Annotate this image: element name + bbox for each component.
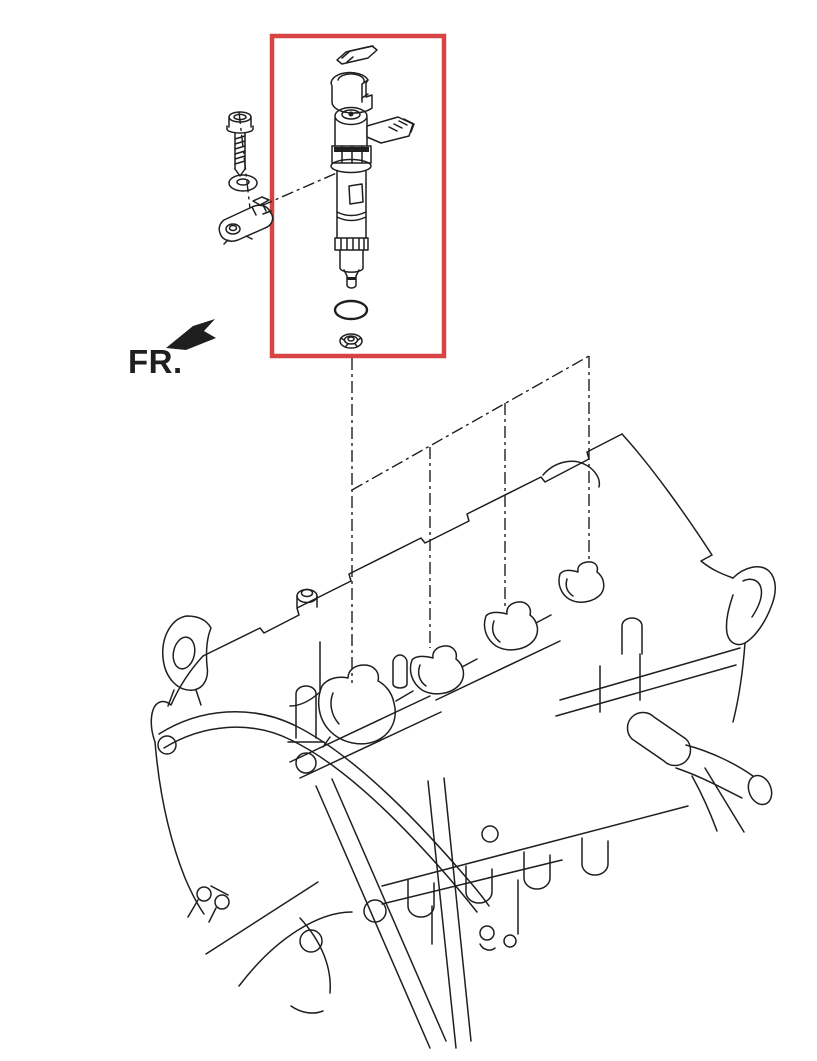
coolant-pipe — [626, 711, 773, 833]
fuel-injector — [330, 106, 415, 289]
injector-cushion — [330, 71, 373, 114]
fr-label: FR. — [128, 343, 183, 380]
hold-down-clip — [336, 45, 378, 65]
clamp-washer — [228, 174, 258, 192]
highlight-box — [269, 33, 447, 359]
nozzle-seal-washer — [339, 333, 363, 349]
front-hanger-bracket — [162, 615, 212, 707]
fr-direction-arrow-icon — [166, 319, 216, 350]
injector-ports — [317, 561, 605, 748]
valve-cover-ridge — [202, 433, 623, 657]
injector-clamp — [218, 196, 274, 245]
projection-lines — [238, 111, 590, 683]
front-direction-marker: FR. — [128, 319, 216, 380]
rear-hanger-bracket — [725, 566, 776, 723]
engine-cylinder-head — [150, 433, 776, 1049]
clamp-bolt — [226, 111, 254, 177]
injector-connector — [366, 116, 414, 144]
o-ring — [333, 299, 369, 321]
